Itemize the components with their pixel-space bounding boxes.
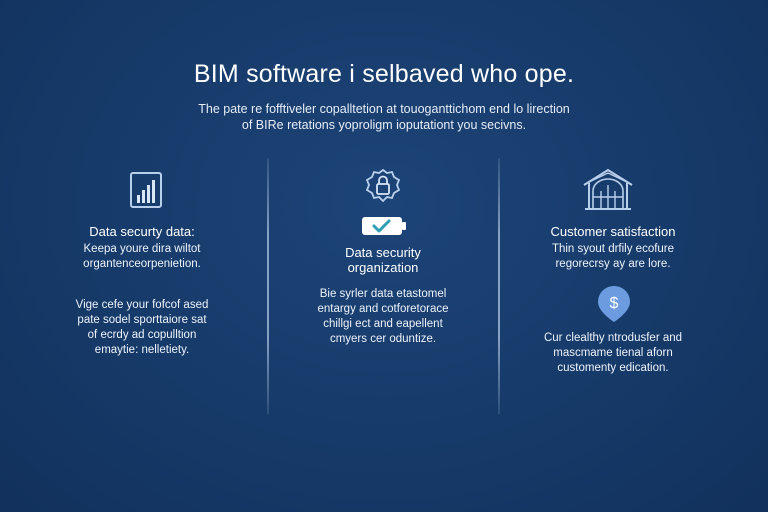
column-text: Cur clealthy ntrodusfer and (543, 332, 683, 344)
bar-chart-icon (129, 171, 163, 214)
column-text: emaytie: nelletiety. (94, 344, 190, 356)
column-text: regorecrsy ay are lore. (555, 258, 671, 270)
column-data-security: Data securty data: Keepa youre dira wilt… (42, 224, 242, 358)
column-customer-satisfaction: Customer satisfaction Thin syout drfily … (513, 224, 713, 272)
subtitle-line: of BIRe retations yoproligm ioputationt … (241, 118, 527, 132)
page-subtitle: The pate re fofftiveler copalltetion at … (0, 101, 768, 133)
subtitle-line: The pate re fofftiveler copalltetion at … (198, 102, 570, 116)
page-title: BIM software i selbaved who ope. (193, 60, 575, 88)
column-divider (267, 158, 269, 414)
column-text: cmyers cer oduntize. (329, 333, 437, 345)
column-text: Thin syout drfily ecofure (551, 243, 675, 255)
column-heading: Customer satisfaction (550, 224, 676, 239)
column-text: Keepa youre dira wiltot (83, 243, 201, 255)
column-text: Bie syrler data etastomel (319, 288, 447, 300)
dollar-shield-icon: $ (596, 284, 632, 329)
column-text: Vige cefe your fofcof ased (75, 299, 209, 311)
column-heading: organization (347, 260, 419, 275)
building-icon (581, 167, 635, 216)
column-text: mascmame tienal aforn (553, 347, 673, 359)
column-text: of ecrdy ad copulltion (87, 329, 197, 341)
column-text: organtenceorpenietion. (83, 258, 201, 270)
column-text: entargy and cotforetorace (317, 303, 449, 315)
column-data-security-organization: Data security organization Bie syrler da… (283, 245, 483, 347)
column-heading: Data securty data: (89, 224, 195, 239)
column-heading: Data security (345, 245, 421, 260)
column-divider (498, 158, 500, 414)
column-text: chillgi ect and eapellent (323, 318, 443, 330)
column-text: pate sodel sporttaiore sat (77, 314, 207, 326)
column-customer-satisfaction-more: Cur clealthy ntrodusfer and mascmame tie… (513, 331, 713, 376)
check-badge-icon (361, 215, 407, 242)
svg-text:$: $ (610, 295, 619, 312)
column-text: customenty edication. (557, 362, 669, 374)
security-lock-icon (364, 167, 402, 210)
